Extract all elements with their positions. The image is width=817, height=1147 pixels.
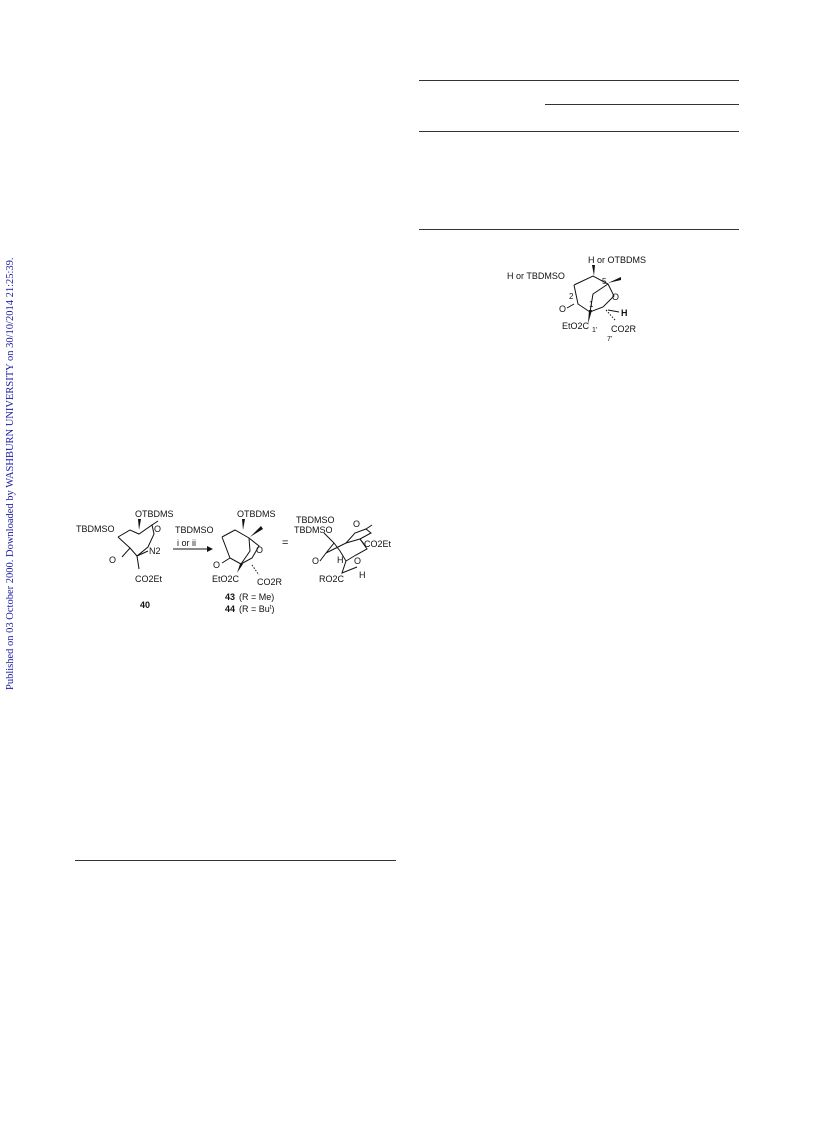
reagent-label: i or ii <box>177 538 196 548</box>
c40-keto-bond <box>121 547 131 558</box>
c3d-ester-bond <box>359 538 365 545</box>
c40-diazo-bond <box>136 550 149 557</box>
keto-oxygen: O <box>559 304 566 314</box>
c3d-co2et: CO2Et <box>364 539 392 549</box>
c43-bridge <box>240 537 251 565</box>
c40-ester-bond <box>136 555 140 570</box>
compound-43-r: (R = Me) <box>239 592 274 602</box>
c43-keto-o: O <box>213 560 220 570</box>
compound-44-label: 44 <box>225 604 235 614</box>
c40-otbdms: OTBDMS <box>135 509 174 519</box>
locant-7-prime: 7' <box>607 336 612 343</box>
ring-bonds <box>573 275 615 313</box>
locant-1-prime: 1' <box>592 327 597 334</box>
c40-aldehyde-o: O <box>154 524 161 534</box>
c3d-methyl <box>365 524 373 530</box>
compound-40-label: 40 <box>140 600 150 610</box>
c40-n2: N2 <box>149 546 161 556</box>
locant-5: 5 <box>602 277 607 286</box>
ring-oxygen: O <box>612 292 619 302</box>
publication-sidebar-note: Published on 03 October 2000. Downloaded… <box>5 0 19 1147</box>
locant-1: 1 <box>589 300 594 309</box>
c40-co2et: CO2Et <box>135 574 163 584</box>
bicyclic-structure-figure: H or OTBDMS H or TBDMSO 5 2 1 O O H EtO2… <box>507 255 646 343</box>
keto-bond <box>566 303 575 309</box>
table-bottom-rule <box>419 229 739 230</box>
ester-co2r: CO2R <box>611 324 637 334</box>
hashed-bond-co2r <box>605 309 616 321</box>
c3d-lower-bonds <box>341 560 358 574</box>
wedge-bond-methyl <box>608 277 621 283</box>
bridge-bond <box>589 283 609 313</box>
c40-tbdmso: TBDMSO <box>76 524 115 534</box>
c3d-keto-o: O <box>312 556 319 566</box>
c43-co2r: CO2R <box>257 577 283 587</box>
c3d-h1: H <box>337 555 344 565</box>
publication-note-text[interactable]: Published on 03 October 2000. Downloaded… <box>5 257 16 690</box>
equals-sign: = <box>282 537 288 549</box>
locant-2: 2 <box>569 292 574 301</box>
c43-wedge-top <box>242 519 245 530</box>
c40-keto-o: O <box>109 555 116 565</box>
c40-aldehyde-bond <box>151 520 159 526</box>
h-bond <box>607 309 620 313</box>
c43-hashed-bond <box>251 564 260 576</box>
table-subheader-rule <box>545 104 739 105</box>
c43-otbdms: OTBDMS <box>237 509 276 519</box>
c3d-tbdmso-a: TBDMSO <box>296 515 335 525</box>
c43-tbdmso: TBDMSO <box>175 525 214 535</box>
compound-43-label: 43 <box>225 592 235 602</box>
bridgehead-h: H <box>621 308 628 318</box>
table-top-rule <box>419 80 739 81</box>
c3d-tbdmso-b: TBDMSO <box>294 525 333 535</box>
c43-ring <box>221 529 260 565</box>
c43-eto2c: EtO2C <box>212 574 240 584</box>
c40-wedge <box>138 519 141 530</box>
h-or-otbdms-label: H or OTBDMS <box>588 255 646 265</box>
reaction-scheme-figure: OTBDMS TBDMSO O O N2 CO2Et 40 i or ii OT… <box>76 509 392 614</box>
c3d-o-top: O <box>353 519 360 529</box>
c3d-ro2c: RO2C <box>319 574 345 584</box>
c3d-ring-o: O <box>354 556 361 566</box>
c43-ring-o: O <box>256 545 263 555</box>
c43-wedge-methyl <box>250 526 263 537</box>
wedge-bond-ester <box>588 310 592 324</box>
c43-keto-bond <box>221 557 231 564</box>
c43-wedge-ester <box>237 564 243 573</box>
h-or-tbdmso-label: H or TBDMSO <box>507 271 565 281</box>
c40-backbone <box>117 524 155 557</box>
compound-44-r: (R = But) <box>239 604 274 614</box>
table-header-rule <box>419 131 739 132</box>
wedge-bond-top <box>592 265 595 276</box>
reaction-arrow-head <box>207 546 213 552</box>
c3d-keto-bond <box>319 552 327 562</box>
c3d-h2: H <box>359 570 366 580</box>
ester-eto2c: EtO2C <box>562 321 590 331</box>
footnote-rule <box>75 860 396 861</box>
